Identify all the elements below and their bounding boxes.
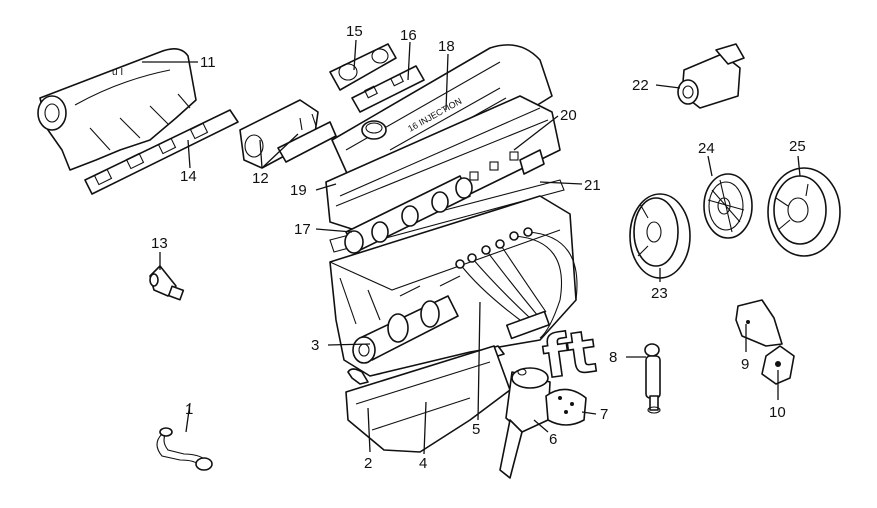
callout-14: 14 bbox=[180, 168, 197, 185]
sensor bbox=[149, 265, 185, 301]
callout-11: 11 bbox=[200, 54, 216, 71]
callout-4: 4 bbox=[419, 455, 428, 472]
callout-1: 1 bbox=[185, 401, 194, 418]
camshaft bbox=[344, 175, 473, 254]
callout-2: 2 bbox=[364, 455, 373, 472]
engine-mount-bracket bbox=[735, 299, 783, 347]
callout-9: 9 bbox=[741, 356, 750, 373]
coolant-hose bbox=[156, 427, 213, 471]
callout-12: 12 bbox=[252, 170, 269, 187]
callout-16: 16 bbox=[400, 27, 417, 44]
spark-plug-wires bbox=[455, 227, 578, 340]
leader-lines bbox=[142, 39, 801, 455]
callout-23: 23 bbox=[651, 285, 668, 302]
engine-mount bbox=[761, 345, 795, 385]
svg-text:u I: u I bbox=[112, 67, 123, 78]
callout-5: 5 bbox=[472, 421, 481, 438]
exhaust-manifold bbox=[239, 43, 425, 169]
engine-damper bbox=[644, 343, 661, 414]
callout-3: 3 bbox=[311, 337, 320, 354]
callout-18: 18 bbox=[438, 38, 455, 55]
callout-15: 15 bbox=[346, 23, 363, 40]
intake-manifold: u I bbox=[37, 48, 197, 171]
callout-20: 20 bbox=[560, 107, 577, 124]
clutch-disc bbox=[703, 173, 753, 239]
callout-10: 10 bbox=[769, 404, 786, 421]
callout-7: 7 bbox=[600, 406, 609, 423]
pressure-plate bbox=[767, 167, 841, 257]
callout-17: 17 bbox=[294, 221, 311, 238]
cylinder-head bbox=[325, 95, 565, 253]
callout-25: 25 bbox=[789, 138, 806, 155]
intake-manifold-gasket bbox=[84, 109, 239, 195]
callout-22: 22 bbox=[632, 77, 649, 94]
callout-19: 19 bbox=[290, 182, 307, 199]
distributor-cap bbox=[545, 388, 587, 426]
oil-pan bbox=[345, 345, 511, 453]
callout-8: 8 bbox=[609, 349, 618, 366]
watermark: ft bbox=[538, 317, 600, 392]
distributor bbox=[499, 367, 551, 479]
starter-motor bbox=[677, 43, 745, 109]
callout-6: 6 bbox=[549, 431, 558, 448]
callout-24: 24 bbox=[698, 140, 715, 157]
flywheel bbox=[629, 193, 691, 279]
callout-13: 13 bbox=[151, 235, 168, 252]
callout-21: 21 bbox=[584, 177, 601, 194]
